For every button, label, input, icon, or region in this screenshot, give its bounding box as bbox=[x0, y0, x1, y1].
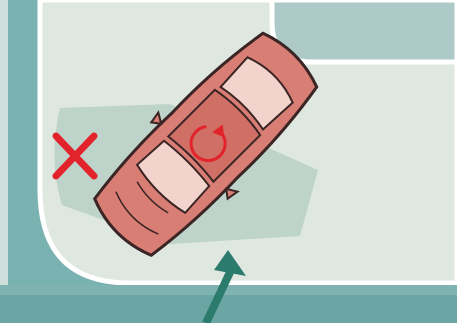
bottom-bar-shade bbox=[0, 295, 457, 323]
island bbox=[272, 0, 457, 62]
left-edge bbox=[0, 0, 8, 323]
